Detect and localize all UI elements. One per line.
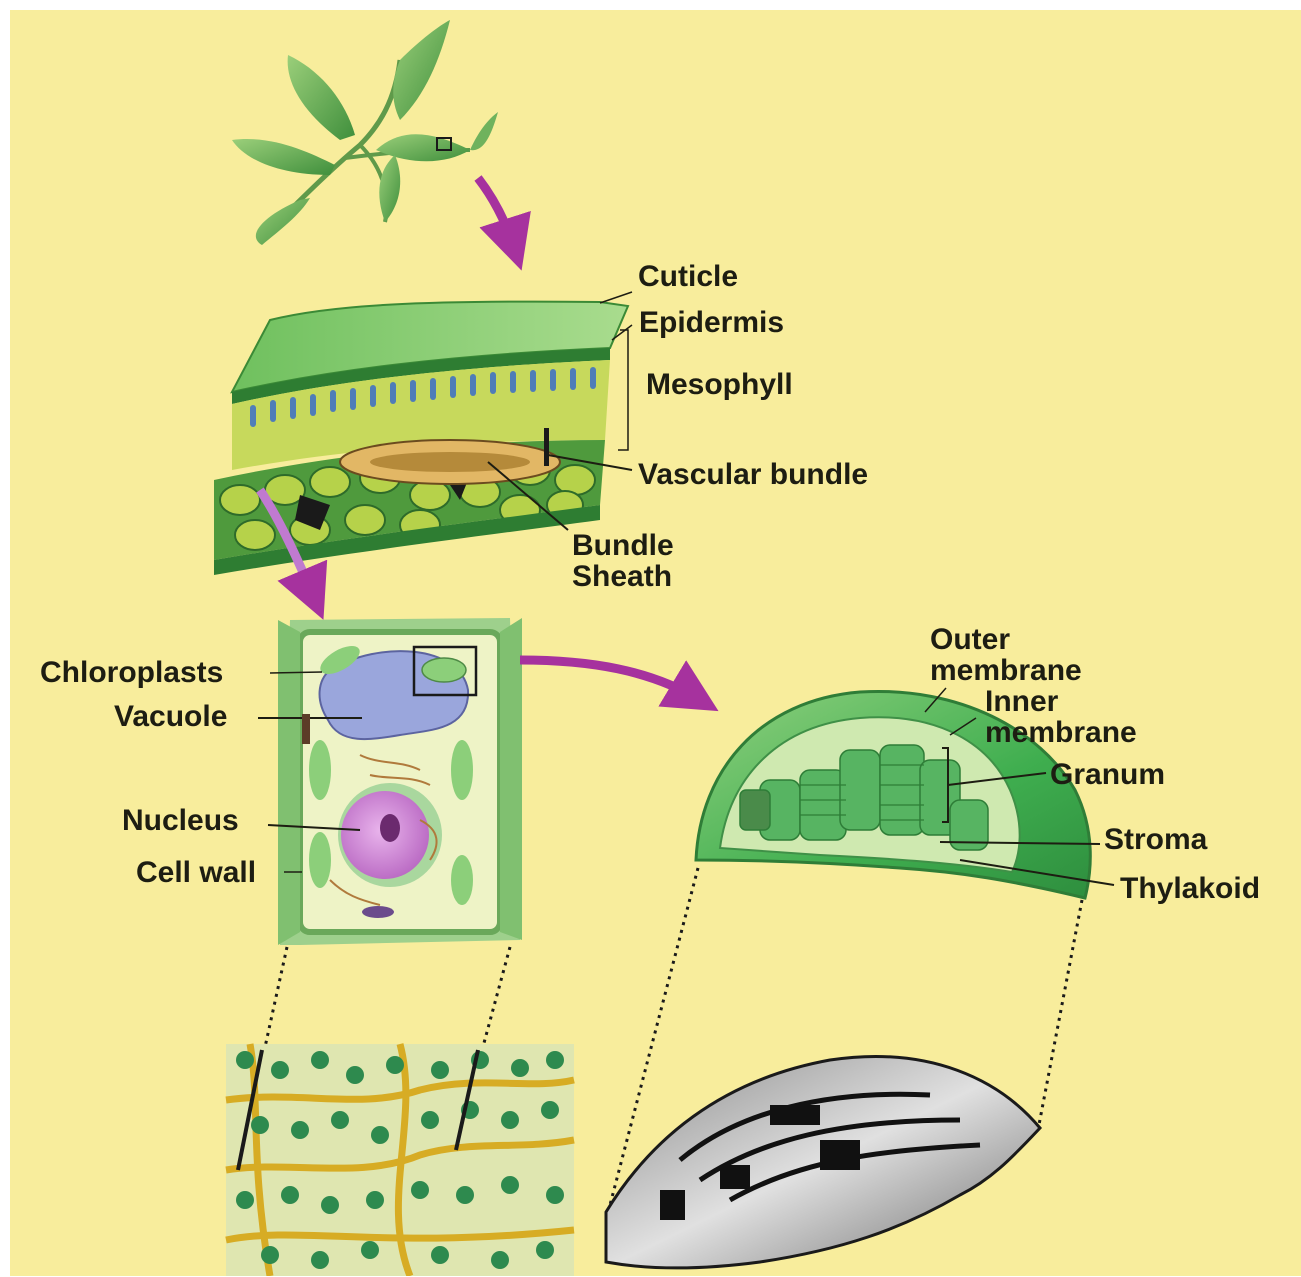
- label-mesophyll: Mesophyll: [646, 370, 793, 400]
- label-bundle-sheath: Bundle Sheath: [572, 530, 674, 592]
- leaf-cross-section-illustration: [214, 292, 632, 575]
- label-inner-membrane: Inner membrane: [985, 686, 1137, 748]
- plant-sprig-illustration: [232, 20, 498, 245]
- label-epidermis: Epidermis: [639, 308, 784, 338]
- label-granum: Granum: [1050, 760, 1165, 790]
- chloroplast-electron-micrograph: [606, 1056, 1040, 1268]
- label-vascular-bundle: Vascular bundle: [638, 460, 868, 490]
- label-nucleus: Nucleus: [122, 806, 239, 836]
- diagram-stage: Cuticle Epidermis Mesophyll Vascular bun…: [10, 10, 1301, 1276]
- magnify-arrow-3: [520, 660, 700, 700]
- label-thylakoid: Thylakoid: [1120, 874, 1260, 904]
- magnify-arrow-1: [478, 178, 515, 250]
- plant-cell-illustration: [258, 618, 522, 945]
- cell-micrograph-photo: [226, 1044, 574, 1276]
- label-cell-wall: Cell wall: [136, 858, 256, 888]
- diagram-artwork: [10, 10, 1301, 1276]
- label-outer-membrane: Outer membrane: [930, 624, 1082, 686]
- label-vacuole: Vacuole: [114, 702, 227, 732]
- label-stroma: Stroma: [1104, 825, 1207, 855]
- label-chloroplasts: Chloroplasts: [40, 658, 223, 688]
- label-cuticle: Cuticle: [638, 262, 738, 292]
